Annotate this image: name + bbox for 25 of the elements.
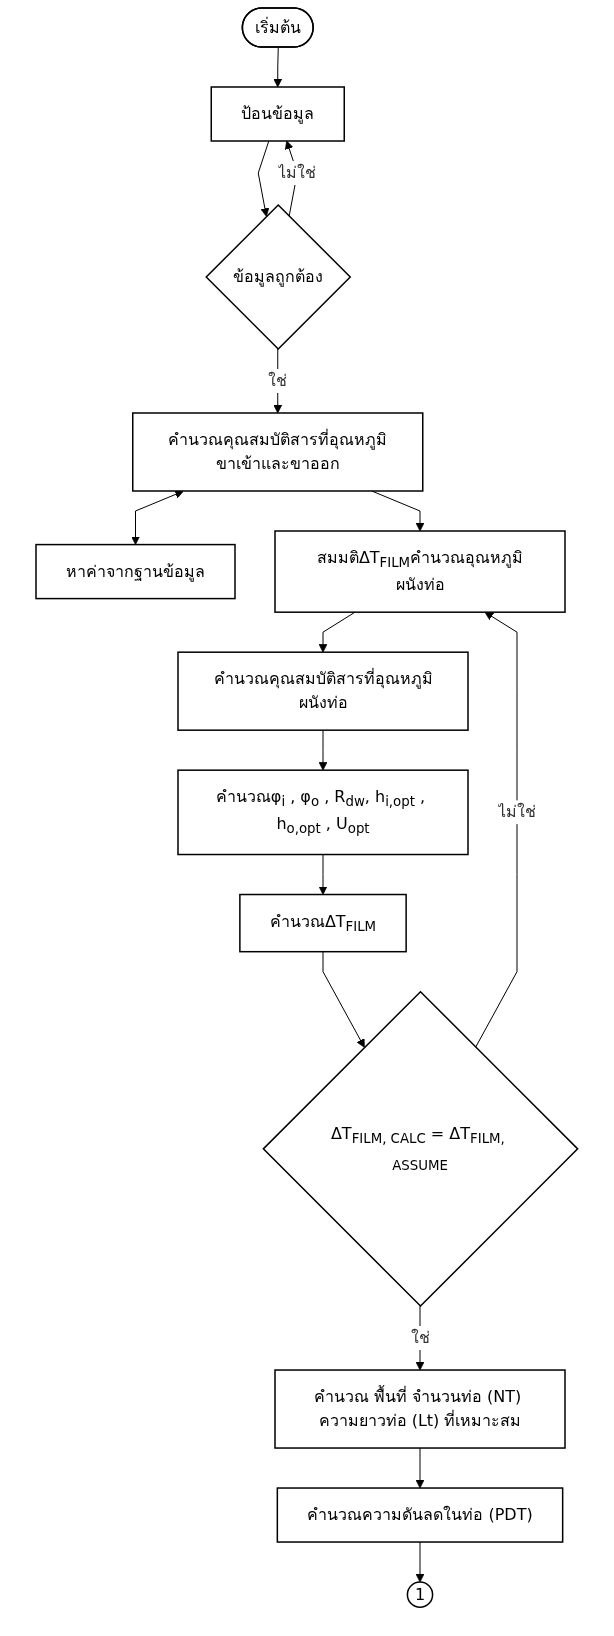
arrow	[318, 729, 328, 771]
arrow	[415, 1305, 425, 1371]
node-box: คำนวณ พื้นที่ จำนวนท่อ (NT) ความยาวท่อ (Lt) ที่เหมาะสม	[274, 1369, 566, 1449]
node-diamond: ข้อมูลถูกต้อง	[205, 203, 352, 351]
node-box: คำนวณΔT$_{FILM}$	[239, 893, 408, 953]
arrow	[415, 1447, 425, 1489]
node-box: คำนวณφ$_{i}$ , φ$_{o}$ , R$_{dw}$, h$_{i,opt}$ , h$_{o,opt}$ , U$_{opt}$	[177, 769, 469, 856]
node-box: หาค่าจากฐานข้อมูล	[35, 543, 236, 600]
node-box: สมมติΔT$_{FILM}$คำนวณอุณหภูมิผนังท่อ	[274, 530, 566, 613]
arrow	[318, 611, 356, 653]
node-circle: 1	[406, 1581, 434, 1608]
arrow	[131, 490, 184, 545]
arrow	[318, 854, 328, 895]
edge-label: ใช่	[410, 1328, 430, 1348]
arrow	[273, 47, 283, 88]
node-box: คำนวณความดันลดในท่อ (PDT)	[276, 1487, 564, 1543]
arrow	[475, 611, 518, 1048]
node-box: คำนวณคุณสมบัติสารที่อุณหภูมิขาเข้าและขาออก	[132, 412, 424, 492]
edge-label: ใช่	[268, 371, 288, 390]
node-box: ป้อนข้อมูล	[210, 86, 346, 142]
arrow	[273, 348, 283, 414]
arrow	[322, 951, 365, 1048]
node-box: คำนวณคุณสมบัติสารที่อุณหภูมิผนังท่อ	[177, 651, 469, 731]
arrow	[415, 1541, 425, 1583]
arrow	[257, 140, 270, 217]
